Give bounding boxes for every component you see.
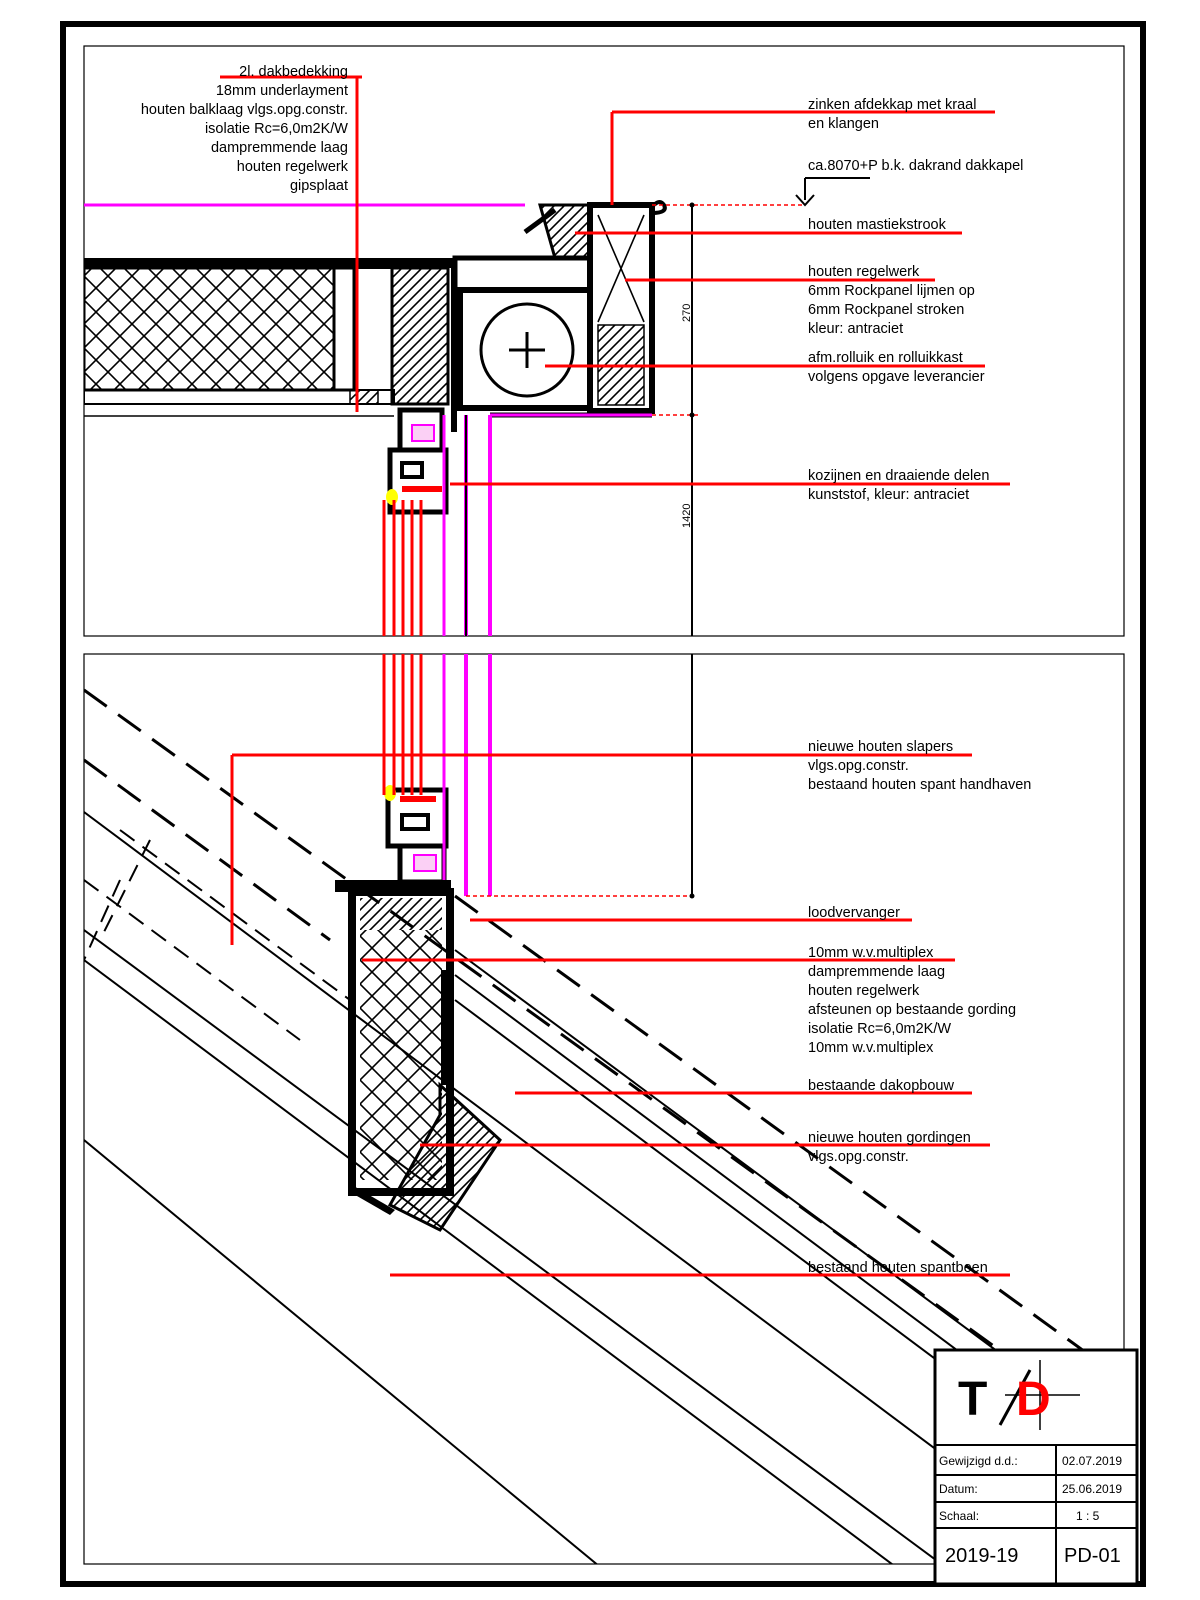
callout-battens-4: kleur: antraciet <box>808 321 903 337</box>
label-insulation: isolatie Rc=6,0m2K/W <box>205 121 348 137</box>
bottom-callouts: nieuwe houten slapers vlgs.opg.constr. b… <box>808 739 1031 1276</box>
title-row-value-scale: 1 : 5 <box>1076 1509 1100 1523</box>
callout-multiplex-2: dampremmende laag <box>808 964 945 980</box>
label-roof-covering: 2l. dakbedekking <box>239 64 348 80</box>
logo-letter-t: T <box>958 1373 987 1426</box>
label-plasterboard: gipsplaat <box>290 178 348 194</box>
callout-sleepers-2: vlgs.opg.constr. <box>808 758 909 774</box>
callout-window-frames-1: kozijnen en draaiende delen <box>808 468 989 484</box>
title-row-value-date: 25.06.2019 <box>1062 1482 1122 1496</box>
logo-letter-d: D <box>1016 1373 1051 1426</box>
callout-purlins-2: vlgs.opg.constr. <box>808 1149 909 1165</box>
label-joists: houten balklaag vlgs.opg.constr. <box>141 102 348 118</box>
top-section-drawing <box>84 177 870 636</box>
callout-multiplex-3: houten regelwerk <box>808 983 920 999</box>
callout-battens-3: 6mm Rockpanel stroken <box>808 302 964 318</box>
callout-roller-shutter-1: afm.rolluik en rolluikkast <box>808 350 963 366</box>
top-callouts: zinken afdekkap met kraal en klangen ca.… <box>808 97 1023 503</box>
drawing-number: PD-01 <box>1064 1545 1121 1567</box>
callout-sleepers-1: nieuwe houten slapers <box>808 739 953 755</box>
label-underlayment: 18mm underlayment <box>216 83 348 99</box>
callout-lead-replacement: loodvervanger <box>808 905 900 921</box>
callout-battens-1: houten regelwerk <box>808 264 920 280</box>
title-row-label-scale: Schaal: <box>939 1509 979 1523</box>
callout-purlins-1: nieuwe houten gordingen <box>808 1130 971 1146</box>
callout-multiplex-5: isolatie Rc=6,0m2K/W <box>808 1021 951 1037</box>
title-row-label-modified: Gewijzigd d.d.: <box>939 1454 1018 1468</box>
callout-rafter: bestaand houten spantbeen <box>808 1260 988 1276</box>
sheet-border <box>60 21 1146 1587</box>
callout-zinc-cap-1: zinken afdekkap met kraal <box>808 97 976 113</box>
callout-existing-roof: bestaande dakopbouw <box>808 1078 954 1094</box>
label-battens: houten regelwerk <box>237 159 349 175</box>
callout-multiplex-1: 10mm w.v.multiplex <box>808 945 934 961</box>
callout-roof-edge-level: ca.8070+P b.k. dakrand dakkapel <box>808 158 1023 174</box>
title-row-label-date: Datum: <box>939 1482 978 1496</box>
callout-window-frames-2: kunststof, kleur: antraciet <box>808 487 969 503</box>
dimension-270: 270 <box>681 304 693 322</box>
callout-battens-2: 6mm Rockpanel lijmen op <box>808 283 975 299</box>
label-vapour-barrier: dampremmende laag <box>211 140 348 156</box>
top-leaders <box>220 75 1010 486</box>
callout-multiplex-4: afsteunen op bestaande gording <box>808 1002 1016 1018</box>
callout-roller-shutter-2: volgens opgave leverancier <box>808 369 985 385</box>
dimension-1420: 1420 <box>681 504 693 528</box>
bottom-section-drawing <box>84 654 1124 1564</box>
callout-sleepers-3: bestaand houten spant handhaven <box>808 777 1031 793</box>
callout-zinc-cap-2: en klangen <box>808 116 879 132</box>
bottom-viewport <box>83 653 1125 1565</box>
bottom-leaders <box>230 753 1010 1277</box>
callout-multiplex-6: 10mm w.v.multiplex <box>808 1040 934 1056</box>
title-row-value-modified: 02.07.2019 <box>1062 1454 1122 1468</box>
roof-buildup-labels: 2l. dakbedekking 18mm underlayment houte… <box>141 64 349 194</box>
title-block <box>933 1348 1139 1586</box>
callout-mastic-strip: houten mastiekstrook <box>808 217 947 233</box>
project-number: 2019-19 <box>945 1545 1018 1567</box>
